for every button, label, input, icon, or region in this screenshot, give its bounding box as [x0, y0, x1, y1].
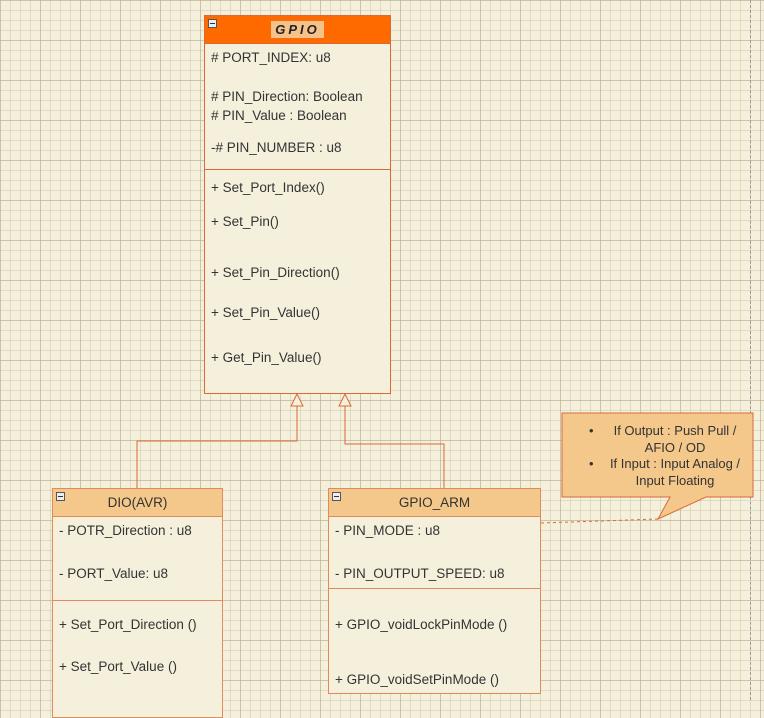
- class-gpio-attribute: # PIN_Direction: Boolean: [211, 89, 363, 104]
- collapse-icon[interactable]: [332, 492, 341, 501]
- class-gpio-attribute: -# PIN_NUMBER : u8: [211, 140, 342, 155]
- collapse-icon[interactable]: [208, 19, 217, 28]
- class-gpio-attribute: # PORT_INDEX: u8: [211, 50, 331, 65]
- class-dio-method: + Set_Port_Value (): [59, 659, 177, 674]
- class-gpio-method: + Set_Pin_Direction(): [211, 265, 340, 280]
- inheritance-arrow-dio: [290, 392, 304, 407]
- class-arm-method: + GPIO_voidLockPinMode (): [335, 617, 508, 632]
- inheritance-line-dio: [136, 405, 298, 488]
- inheritance-line-arm: [344, 405, 445, 488]
- inheritance-arrow-arm: [338, 392, 352, 407]
- class-dio-header[interactable]: DIO(AVR): [53, 489, 222, 517]
- class-arm-attribute: - PIN_MODE : u8: [335, 523, 441, 538]
- class-arm-header[interactable]: GPIO_ARM: [329, 489, 540, 517]
- class-gpio-method: + Get_Pin_Value(): [211, 350, 322, 365]
- class-dio-attribute: - PORT_Value: u8: [59, 566, 169, 581]
- class-dio-method: + Set_Port_Direction (): [59, 617, 197, 632]
- class-gpio-method: + Set_Pin_Value(): [211, 305, 320, 320]
- class-dio-avr[interactable]: DIO(AVR) - POTR_Direction : u8 - PORT_Va…: [52, 488, 223, 718]
- class-gpio-attribute: # PIN_Value : Boolean: [211, 108, 347, 123]
- class-gpio-header[interactable]: GPIO: [205, 16, 390, 44]
- class-gpio[interactable]: GPIO # PORT_INDEX: u8 # PIN_Direction: B…: [204, 15, 391, 394]
- class-gpio-method: + Set_Pin(): [211, 214, 279, 229]
- collapse-icon[interactable]: [56, 492, 65, 501]
- note-item: If Output : Push Pull / AFIO / OD: [580, 423, 752, 456]
- class-arm-attribute: - PIN_OUTPUT_SPEED: u8: [335, 566, 505, 581]
- note-anchor-line: [540, 518, 659, 524]
- class-dio-divider: [53, 600, 222, 601]
- class-dio-attribute: - POTR_Direction : u8: [59, 523, 192, 538]
- class-gpio-divider: [205, 169, 390, 170]
- note-item: If Input : Input Analog / Input Floating: [580, 456, 752, 489]
- page-boundary-guide: [750, 0, 751, 700]
- class-arm-method: + GPIO_voidSetPinMode (): [335, 672, 499, 687]
- class-arm-title: GPIO_ARM: [398, 495, 471, 510]
- note-callout[interactable]: If Output : Push Pull / AFIO / OD If Inp…: [580, 423, 752, 489]
- class-gpio-arm[interactable]: GPIO_ARM - PIN_MODE : u8 - PIN_OUTPUT_SP…: [328, 488, 541, 694]
- class-gpio-method: + Set_Port_Index(): [211, 180, 325, 195]
- note-list: If Output : Push Pull / AFIO / OD If Inp…: [580, 423, 752, 489]
- class-gpio-title: GPIO: [271, 21, 324, 38]
- class-dio-title: DIO(AVR): [107, 495, 168, 510]
- class-arm-divider: [329, 588, 540, 589]
